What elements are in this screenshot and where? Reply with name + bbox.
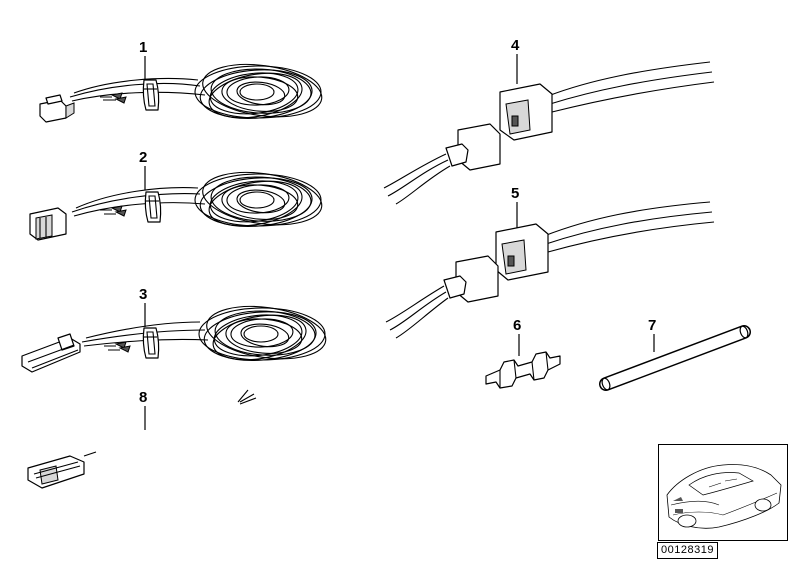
callout-7: 7: [648, 317, 656, 334]
contact-bridge-6: 6: [485, 317, 561, 389]
callout-5: 5: [511, 185, 519, 202]
callout-6: 6: [513, 317, 521, 334]
wiring-harness-1: 1: [39, 39, 326, 125]
hose-7: 7: [599, 317, 751, 391]
wiring-harness-2: 2: [29, 149, 326, 241]
car-location-icon: [666, 464, 782, 529]
plug-housing-5: 5: [385, 185, 715, 339]
vehicle-location-inset: [658, 444, 788, 541]
diagram-number: 00128319: [657, 542, 718, 559]
repair-cable-8: 8: [27, 389, 257, 489]
callout-1: 1: [139, 39, 147, 56]
callout-2: 2: [139, 149, 147, 166]
plug-housing-4: 4: [383, 37, 715, 205]
wiring-harness-3: 3: [21, 286, 330, 373]
callout-4: 4: [511, 37, 520, 54]
callout-8: 8: [139, 389, 147, 406]
callout-3: 3: [139, 286, 147, 303]
